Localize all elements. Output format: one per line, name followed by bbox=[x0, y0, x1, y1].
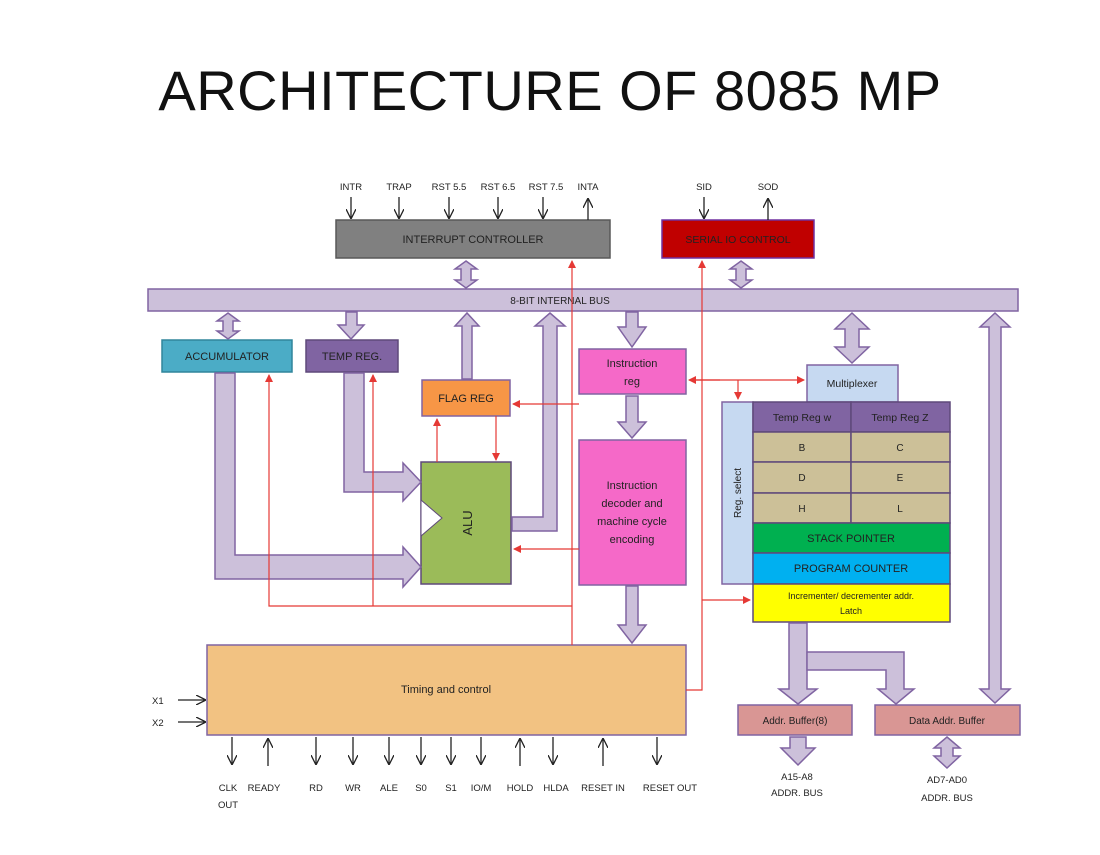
svg-text:RST 5.5: RST 5.5 bbox=[432, 182, 467, 193]
clock-input-labels: X1 X2 bbox=[152, 696, 164, 729]
bus-arrow-interrupt bbox=[452, 260, 480, 289]
temp-reg: TEMP REG. bbox=[305, 339, 399, 373]
bus-arrow-data-out bbox=[931, 736, 963, 770]
svg-text:HOLD: HOLD bbox=[507, 783, 534, 794]
serial-signal-labels: SID SOD bbox=[696, 182, 778, 193]
svg-text:E: E bbox=[897, 473, 904, 484]
svg-text:HLDA: HLDA bbox=[543, 783, 569, 794]
svg-text:Timing and control: Timing and control bbox=[401, 684, 491, 696]
svg-text:X2: X2 bbox=[152, 718, 164, 729]
svg-text:RD: RD bbox=[309, 783, 323, 794]
bus-arrow-flag bbox=[453, 311, 481, 380]
bus-arrow-temp-reg bbox=[336, 311, 366, 341]
svg-text:INTR: INTR bbox=[340, 182, 362, 193]
svg-text:Addr. Buffer(8): Addr. Buffer(8) bbox=[763, 716, 828, 727]
svg-text:S1: S1 bbox=[445, 783, 457, 794]
bus-arrow-pc-addr bbox=[776, 622, 820, 705]
svg-text:TRAP: TRAP bbox=[386, 182, 411, 193]
svg-text:INTERRUPT CONTROLLER: INTERRUPT CONTROLLER bbox=[403, 234, 544, 246]
svg-text:Reg. select: Reg. select bbox=[733, 468, 744, 518]
bus-arrow-accumulator bbox=[214, 312, 242, 340]
alu: ALU bbox=[420, 461, 512, 585]
svg-text:RESET OUT: RESET OUT bbox=[643, 783, 697, 794]
control-signal-labels: CLK OUT READY RD WR ALE S0 S1 IO/M HOLD … bbox=[218, 783, 697, 811]
svg-text:SERIAL IO CONTROL: SERIAL IO CONTROL bbox=[685, 234, 790, 246]
svg-text:C: C bbox=[896, 443, 903, 454]
accumulator: ACCUMULATOR bbox=[161, 339, 293, 373]
bus-output-labels: A15-A8 ADDR. BUS AD7-AD0 ADDR. BUS bbox=[771, 772, 973, 804]
interrupt-signal-labels: INTR TRAP RST 5.5 RST 6.5 RST 7.5 INTA bbox=[340, 182, 599, 193]
svg-text:X1: X1 bbox=[152, 696, 164, 707]
bus-arrow-serial bbox=[727, 260, 755, 289]
svg-text:Instruction: Instruction bbox=[607, 358, 658, 370]
bus-arrow-pc-data bbox=[806, 651, 917, 705]
svg-text:RST 7.5: RST 7.5 bbox=[529, 182, 564, 193]
svg-text:RESET IN: RESET IN bbox=[581, 783, 625, 794]
interrupt-controller: INTERRUPT CONTROLLER bbox=[335, 219, 611, 259]
svg-text:SOD: SOD bbox=[758, 182, 779, 193]
control-lines bbox=[265, 260, 805, 691]
svg-text:B: B bbox=[799, 443, 806, 454]
svg-text:A15-A8: A15-A8 bbox=[781, 772, 813, 783]
svg-text:CLK: CLK bbox=[219, 783, 238, 794]
svg-text:IO/M: IO/M bbox=[471, 783, 492, 794]
svg-text:Instruction: Instruction bbox=[607, 480, 658, 492]
svg-text:reg: reg bbox=[624, 376, 640, 388]
svg-text:INTA: INTA bbox=[578, 182, 600, 193]
svg-text:STACK POINTER: STACK POINTER bbox=[807, 533, 895, 545]
data-address-buffer: Data Addr. Buffer bbox=[874, 704, 1021, 736]
svg-text:L: L bbox=[897, 504, 903, 515]
svg-text:H: H bbox=[798, 504, 805, 515]
register-array: Reg. select Temp Reg w Temp Reg Z B C D … bbox=[721, 401, 951, 623]
svg-text:ACCUMULATOR: ACCUMULATOR bbox=[185, 351, 269, 363]
internal-bus: 8-BIT INTERNAL BUS bbox=[147, 288, 1019, 312]
bus-arrow-acc-alu bbox=[214, 372, 423, 589]
svg-text:READY: READY bbox=[248, 783, 281, 794]
svg-text:Incrementer/ decrementer addr.: Incrementer/ decrementer addr. bbox=[788, 591, 914, 601]
svg-text:SID: SID bbox=[696, 182, 712, 193]
instruction-decoder: Instruction decoder and machine cycle en… bbox=[578, 439, 687, 586]
svg-text:ALU: ALU bbox=[460, 510, 475, 535]
svg-text:PROGRAM COUNTER: PROGRAM COUNTER bbox=[794, 563, 908, 575]
bus-arrow-decoder-timing bbox=[616, 585, 648, 645]
timing-and-control: Timing and control bbox=[206, 644, 687, 736]
multiplexer: Multiplexer bbox=[806, 364, 899, 403]
serial-io-control: SERIAL IO CONTROL bbox=[661, 219, 815, 259]
svg-text:ADDR. BUS: ADDR. BUS bbox=[771, 788, 823, 799]
flag-reg: FLAG REG bbox=[421, 379, 511, 417]
svg-text:Multiplexer: Multiplexer bbox=[827, 378, 878, 390]
svg-text:Temp Reg w: Temp Reg w bbox=[773, 412, 832, 424]
signal-arrows bbox=[178, 197, 768, 766]
svg-text:OUT: OUT bbox=[218, 800, 238, 811]
page-title: ARCHITECTURE OF 8085 MP bbox=[158, 59, 942, 122]
bus-arrow-temp-alu bbox=[343, 372, 423, 503]
svg-text:8-BIT INTERNAL BUS: 8-BIT INTERNAL BUS bbox=[510, 296, 610, 307]
bus-arrow-alu-bus bbox=[511, 312, 568, 532]
svg-text:D: D bbox=[798, 473, 805, 484]
svg-text:encoding: encoding bbox=[610, 534, 655, 546]
svg-text:AD7-AD0: AD7-AD0 bbox=[927, 775, 967, 786]
svg-text:ALE: ALE bbox=[380, 783, 398, 794]
bus-arrows bbox=[214, 260, 1012, 770]
bus-arrow-instruction-reg bbox=[616, 311, 648, 349]
svg-text:Latch: Latch bbox=[840, 606, 862, 616]
instruction-register: Instruction reg bbox=[578, 348, 687, 395]
svg-text:WR: WR bbox=[345, 783, 361, 794]
svg-text:ADDR. BUS: ADDR. BUS bbox=[921, 793, 973, 804]
bus-arrow-addr-out bbox=[779, 736, 817, 767]
svg-text:FLAG REG: FLAG REG bbox=[438, 393, 494, 405]
svg-text:Data Addr. Buffer: Data Addr. Buffer bbox=[909, 716, 986, 727]
svg-text:RST 6.5: RST 6.5 bbox=[481, 182, 516, 193]
bus-arrow-data-buffer bbox=[978, 311, 1012, 705]
svg-text:Temp Reg Z: Temp Reg Z bbox=[871, 412, 929, 424]
svg-text:TEMP REG.: TEMP REG. bbox=[322, 351, 382, 363]
bus-arrow-ir-decoder bbox=[616, 395, 648, 440]
bus-arrow-multiplexer bbox=[833, 311, 871, 365]
address-buffer: Addr. Buffer(8) bbox=[737, 704, 853, 736]
svg-text:decoder and: decoder and bbox=[601, 498, 662, 510]
svg-text:machine cycle: machine cycle bbox=[597, 516, 667, 528]
svg-text:S0: S0 bbox=[415, 783, 427, 794]
